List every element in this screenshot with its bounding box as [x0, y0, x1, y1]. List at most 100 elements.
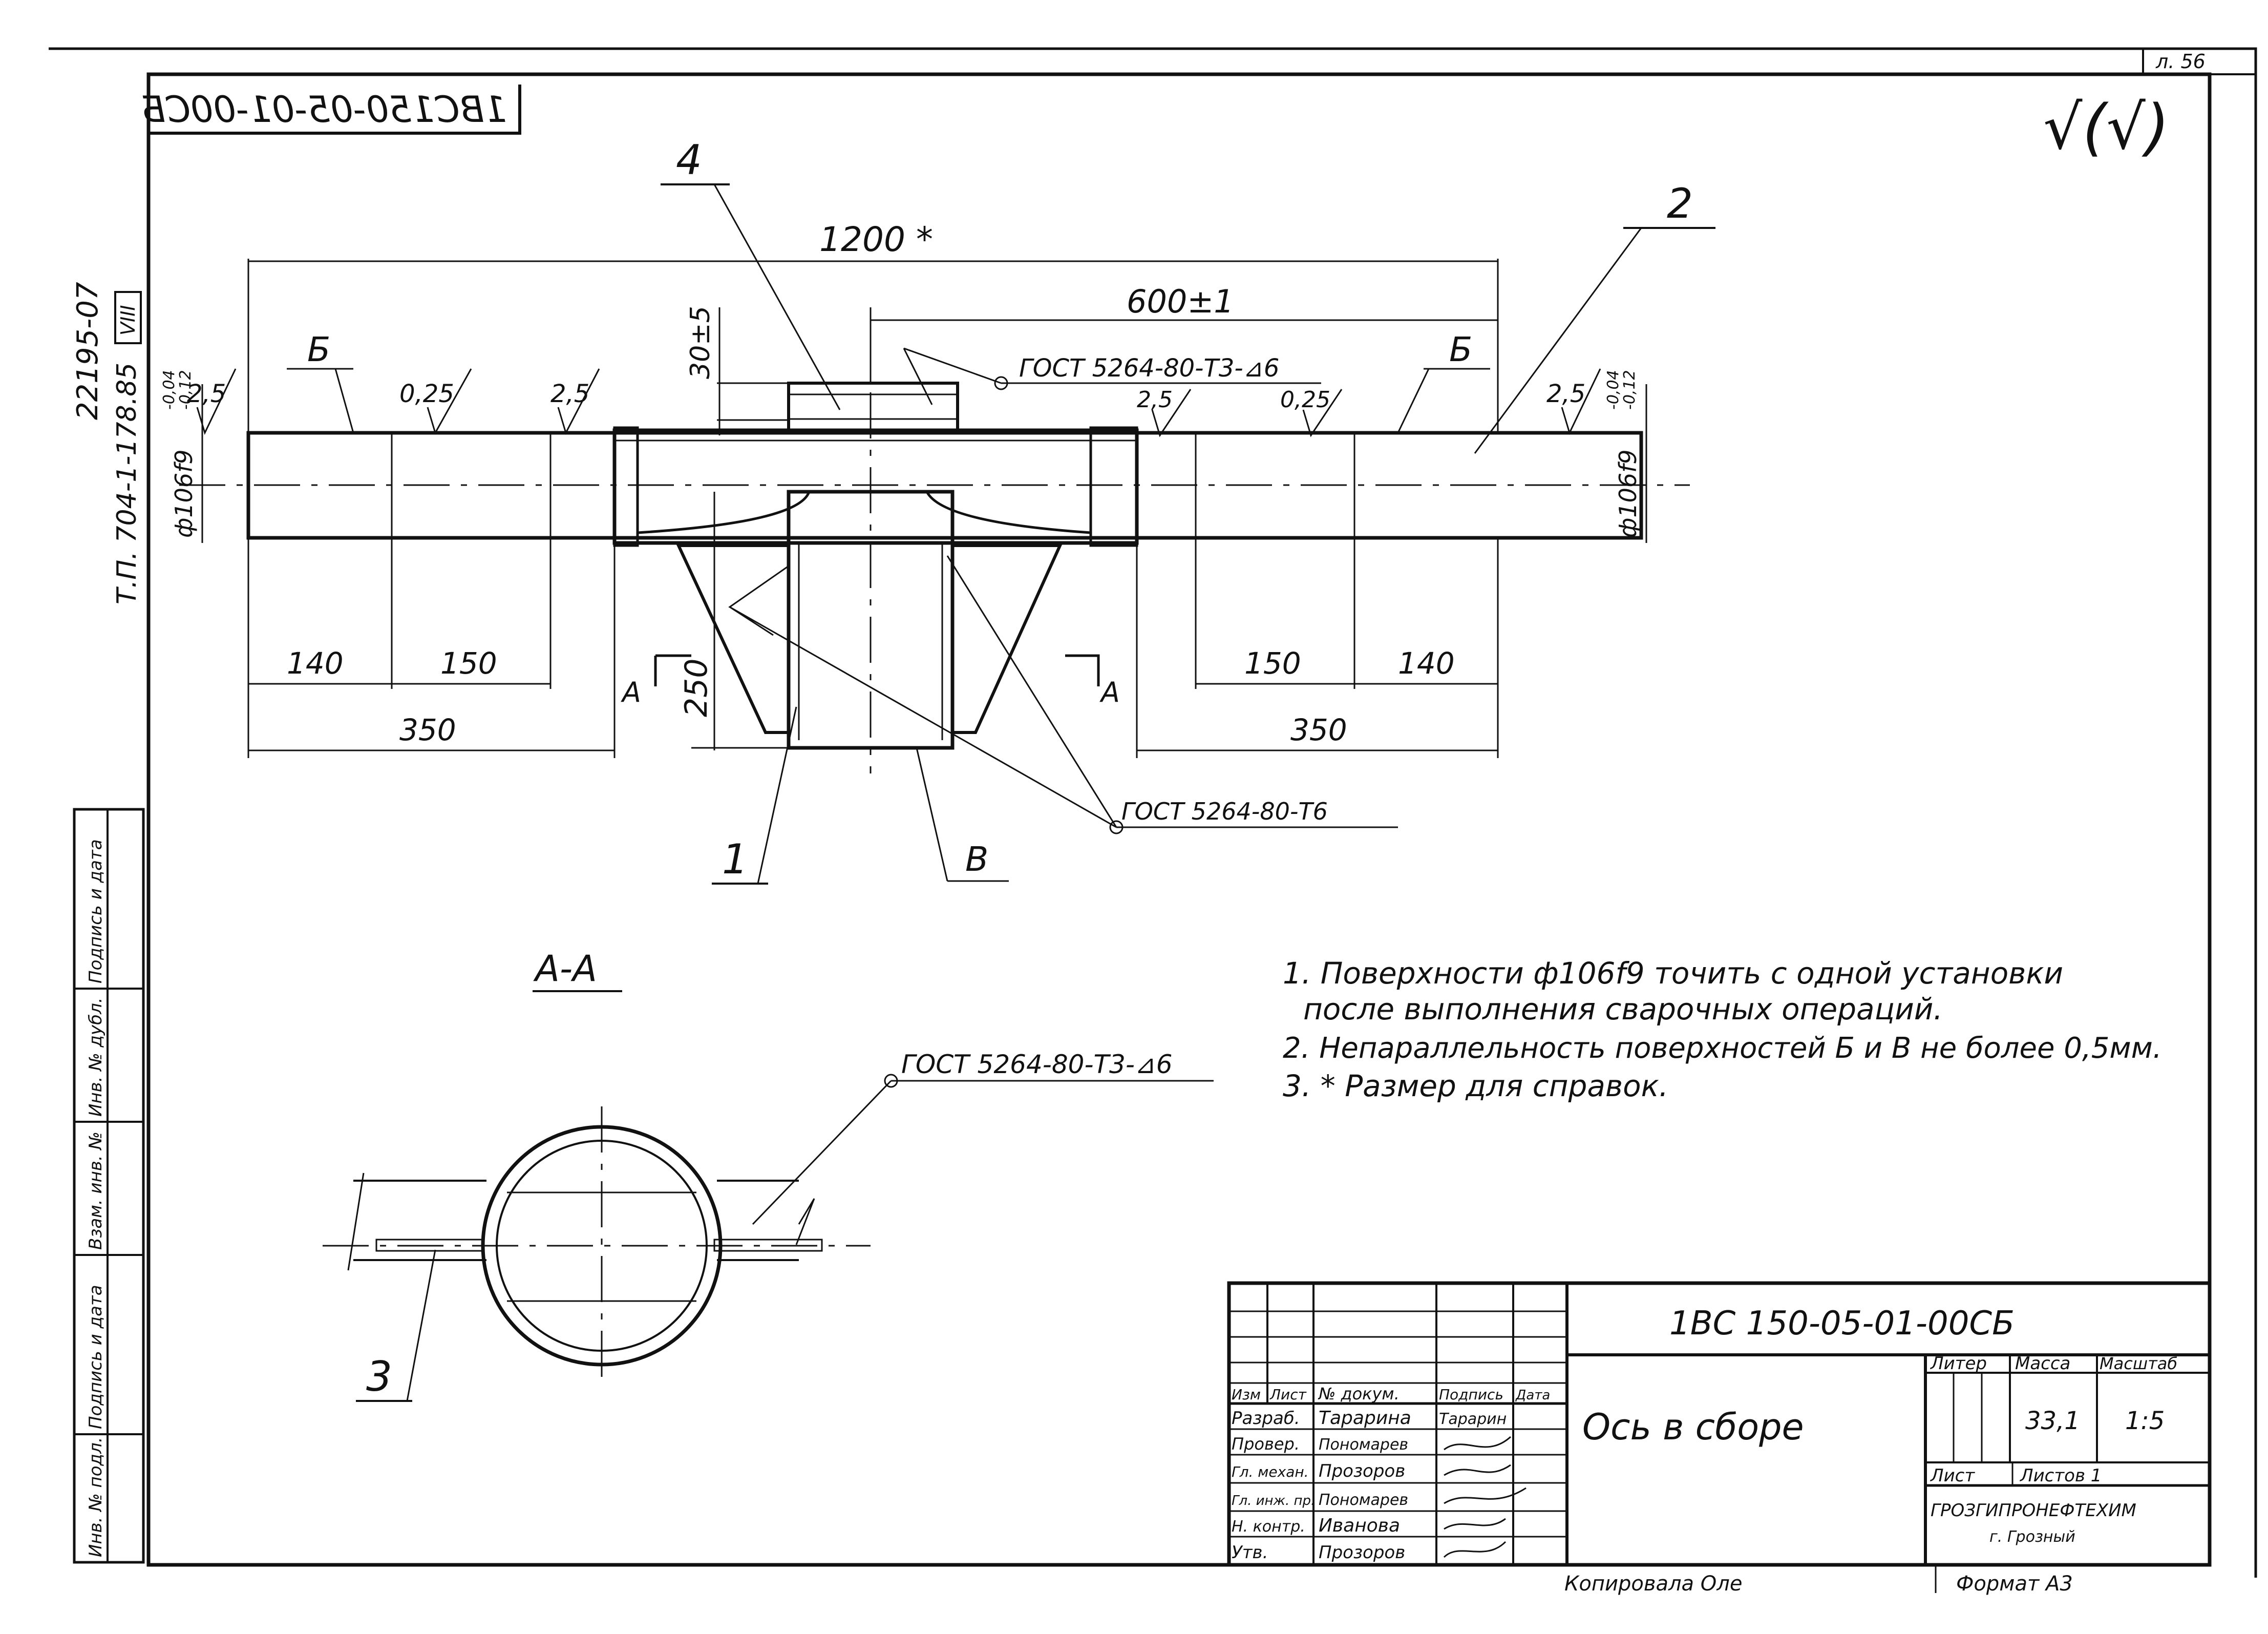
dim-left-140: 140	[287, 646, 344, 681]
roughness-marks: 2,5 0,25 2,5 2,5 0,25 2,5	[187, 368, 1601, 437]
side-code-1: 22195-07	[71, 282, 104, 420]
tb-city: г. Грозный	[1989, 1528, 2075, 1546]
roughness-1: 2,5	[187, 380, 226, 408]
weld-leaders: ГОСТ 5264-80-Т3-⊿6 ГОСТ 5264-80-Т6	[728, 347, 1398, 834]
roughness-general-mark: √(√)	[2043, 92, 2170, 163]
surface-b-left: Б	[307, 330, 330, 369]
tb-person-1: Пономарев	[1319, 1436, 1408, 1454]
callout-2: 2	[1667, 180, 1693, 227]
side-stamp-2: Взам. инв. №	[86, 1132, 106, 1250]
note-line-4: 3. * Размер для справок.	[1283, 1069, 1668, 1103]
weld-bottom-label: ГОСТ 5264-80-Т6	[1121, 798, 1328, 825]
tb-person-0: Тарарина	[1319, 1408, 1411, 1429]
dim-right-150: 150	[1244, 646, 1301, 681]
tb-role-2: Гл. механ.	[1232, 1463, 1309, 1480]
surface-v: В	[965, 840, 988, 879]
tb-role-1: Провер.	[1232, 1434, 1300, 1454]
callout-1: 1	[722, 835, 748, 883]
section-title: А-А	[533, 948, 597, 990]
tb-org: ГРОЗГИПРОНЕФТЕХИМ	[1931, 1500, 2136, 1521]
dims-right: 150 140 350	[1136, 538, 1499, 758]
note-line-1: 1. Поверхности ф106f9 точить с одной уст…	[1283, 956, 2063, 991]
surface-labels: Б Б В	[287, 330, 1490, 882]
section-weld-label: ГОСТ 5264-80-Т3-⊿6	[901, 1050, 1173, 1079]
dim-offset-label: 600±1	[1127, 283, 1234, 320]
tb-sheet-label: Лист	[1930, 1465, 1975, 1486]
tb-role-3: Гл. инж. пр.	[1232, 1493, 1315, 1509]
roughness-4: 2,5	[1137, 387, 1173, 413]
tb-person-5: Прозоров	[1319, 1542, 1405, 1563]
tb-person-2: Прозоров	[1319, 1461, 1405, 1481]
top-lug	[787, 382, 959, 432]
roughness-3: 2,5	[550, 380, 589, 408]
surface-b-right: Б	[1449, 330, 1472, 369]
dim-600: 600±1	[870, 283, 1498, 383]
sheet-number: л. 56	[2155, 50, 2206, 73]
main-view: 1200 * 600±1 30±5 250 140	[160, 136, 1715, 885]
mirrored-code: 1BC150-05-01-00CБ	[141, 89, 507, 131]
tb-designation: 1BC 150-05-01-00CБ	[1669, 1305, 2015, 1343]
diameter-left: ф106f9 -0,04 -0,12	[160, 370, 203, 543]
tb-header-list: Лист	[1269, 1386, 1307, 1403]
footer-copied: Копировала Оле	[1564, 1572, 1742, 1596]
notes: 1. Поверхности ф106f9 точить с одной уст…	[1283, 956, 2162, 1103]
dim-left-350: 350	[399, 713, 456, 747]
tb-liter-label: Литер	[1930, 1353, 1987, 1374]
tb-role-4: Н. контр.	[1232, 1518, 1305, 1536]
tb-name: Ось в сборе	[1582, 1406, 1804, 1448]
section-view: А-А ГОСТ 5264-80-Т3-⊿6 3	[323, 948, 1214, 1402]
tb-mass: 33,1	[2025, 1407, 2080, 1435]
tb-role-0: Разраб.	[1232, 1408, 1300, 1429]
section-markers: А А	[621, 654, 1120, 708]
tb-mass-label: Масса	[2015, 1353, 2070, 1374]
tb-header-izm: Изм	[1232, 1386, 1261, 1403]
tb-header-doc: № докум.	[1318, 1384, 1400, 1403]
dim-250: 250	[679, 492, 789, 750]
tb-role-5: Утв.	[1232, 1542, 1268, 1563]
roughness-6: 2,5	[1546, 380, 1585, 408]
sheet-frame: л. 56	[49, 47, 2257, 1593]
tb-scale-label: Масштаб	[2100, 1354, 2177, 1373]
section-mark-right: А	[1099, 676, 1120, 708]
callouts: 4 2 1	[661, 136, 1715, 885]
callout-4: 4	[676, 136, 702, 184]
side-stamp-4: Подпись и дата	[86, 839, 106, 983]
mirrored-code-box: 1BC150-05-01-00CБ	[141, 85, 521, 135]
dim-1200: 1200 *	[247, 220, 1499, 433]
dim-right-350: 350	[1290, 713, 1347, 747]
dims-left: 140 150 350	[247, 538, 616, 758]
dim-right-140: 140	[1398, 646, 1455, 681]
weld-top-label: ГОСТ 5264-80-Т3-⊿6	[1019, 354, 1279, 383]
tolerance-right-lower: -0,12	[1621, 370, 1639, 410]
dim-top-height-label: 30±5	[685, 306, 716, 379]
dim-30: 30±5	[685, 306, 789, 435]
axle	[179, 431, 1690, 540]
tolerance-right-upper: -0,04	[1604, 370, 1622, 410]
side-stamp: Инв. № подл. Подпись и дата Взам. инв. №…	[73, 808, 145, 1564]
roughness-2: 0,25	[399, 380, 454, 408]
side-stamp-0: Инв. № подл.	[86, 1437, 106, 1557]
tb-scale: 1:5	[2125, 1407, 2165, 1435]
title-block: Изм Лист № докум. Подпись Дата Разраб. Т…	[1227, 1281, 2212, 1567]
diameter-left-label: ф106f9	[170, 449, 198, 538]
tolerance-left-upper: -0,04	[160, 370, 178, 410]
side-code-2: Т.П. 704-1-178.85	[112, 363, 142, 604]
dim-bottom-height-label: 250	[679, 658, 714, 717]
tb-sign-0: Тарарин	[1439, 1410, 1507, 1428]
footer-format: Формат А3	[1956, 1572, 2073, 1596]
note-line-2: после выполнения сварочных операций.	[1303, 992, 1943, 1027]
tb-header-sign: Подпись	[1439, 1386, 1503, 1403]
tb-person-4: Иванова	[1319, 1515, 1400, 1536]
side-stamp-3: Инв. № дубл.	[86, 997, 106, 1117]
side-code-roman: VIII	[117, 305, 139, 336]
tolerance-left-lower: -0,12	[177, 370, 195, 410]
note-line-3: 2. Непараллельность поверхностей Б и В н…	[1283, 1032, 2162, 1065]
diameter-right: ф106f9 -0,04 -0,12	[1604, 370, 1647, 543]
diameter-right-label: ф106f9	[1614, 449, 1642, 538]
vertical-tube	[787, 318, 955, 773]
dim-overall-label: 1200 *	[819, 220, 933, 259]
section-callout-3: 3	[366, 1353, 392, 1400]
tb-sheets-label: Листов 1	[2019, 1465, 2102, 1486]
signature-scribbles	[1443, 1436, 1527, 1558]
